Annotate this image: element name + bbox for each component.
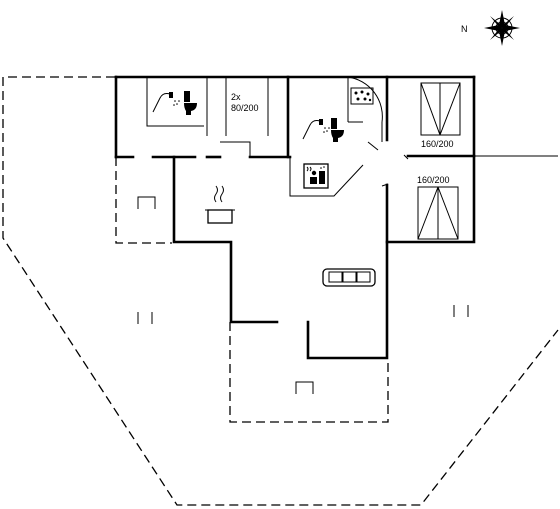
kitchen bbox=[205, 185, 235, 224]
bathroom-1 bbox=[152, 91, 197, 115]
compass: N bbox=[461, 10, 520, 46]
toilet-icon bbox=[331, 118, 344, 142]
terrace-outline bbox=[2, 76, 559, 506]
living-room bbox=[322, 268, 376, 287]
bedroom-c: 160/200 bbox=[417, 175, 459, 240]
toilet-icon bbox=[184, 91, 197, 115]
garden-chair-icon bbox=[295, 381, 314, 394]
whirlpool-icon bbox=[350, 87, 374, 105]
bedroom-b: 160/200 bbox=[420, 82, 461, 149]
bathroom-2 bbox=[302, 87, 374, 142]
bed-icon bbox=[420, 82, 461, 136]
garden-chair-icon bbox=[453, 305, 469, 317]
door-marks bbox=[367, 141, 409, 187]
bed-label-line1: 2x bbox=[231, 92, 241, 102]
shower-icon bbox=[302, 119, 330, 140]
north-label: N bbox=[461, 24, 468, 34]
bed-label: 160/200 bbox=[417, 175, 450, 185]
garden-chair-icon bbox=[137, 196, 156, 209]
sauna-icon bbox=[303, 163, 329, 189]
bed-label: 160/200 bbox=[421, 139, 454, 149]
garden-chair-icon bbox=[137, 312, 153, 324]
bed-label-line2: 80/200 bbox=[231, 103, 259, 113]
terrace-furniture bbox=[137, 196, 469, 394]
bed-icon bbox=[417, 186, 459, 240]
sofa-icon bbox=[322, 268, 376, 287]
walls bbox=[114, 75, 476, 360]
shower-icon bbox=[152, 92, 180, 113]
cooking-pot-icon bbox=[205, 185, 235, 224]
bedroom-a: 2x 80/200 bbox=[231, 92, 259, 113]
compass-rose-icon bbox=[484, 10, 520, 46]
sauna bbox=[303, 163, 329, 189]
